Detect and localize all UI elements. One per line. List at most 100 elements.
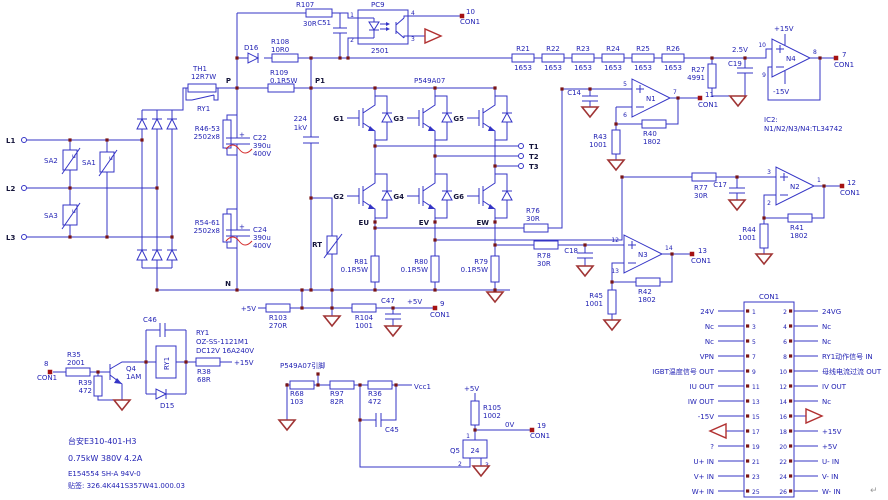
label-r54-value: 2502x8: [194, 227, 220, 235]
diode-d16: D16: [244, 44, 260, 64]
label-module-pins: P549A07引脚: [280, 361, 325, 370]
resistor-r35: [65, 367, 91, 377]
label-n2: N2: [790, 183, 800, 191]
n1-pin-minus: 6: [623, 112, 627, 119]
label-r77-value: 30R: [694, 192, 708, 200]
label-aux-con-pin: 19: [537, 422, 546, 430]
varistor-sa3: SA3 u: [44, 202, 81, 230]
label-ic2-note2: N1/N2/N3/N4:TL34742: [764, 125, 843, 133]
label-n1-con: CON1: [698, 101, 718, 109]
resistor-r97: [329, 380, 355, 390]
label-ew: EW: [476, 219, 489, 227]
label-g2: G2: [333, 193, 344, 201]
label-r22: R22: [546, 45, 560, 53]
pin-label-left: 24V: [700, 308, 714, 316]
off-page-arrow-left-icon: [708, 422, 727, 440]
terminal-con1-13: [689, 251, 695, 257]
label-aux-plus5: +5V: [464, 385, 479, 393]
label-r68-value: 103: [290, 398, 303, 406]
ground-icon: [729, 95, 747, 107]
n4-pin-out: 8: [813, 49, 817, 56]
label-u: u: [72, 208, 76, 215]
label-r104-value: 1001: [355, 322, 373, 330]
opamp-n2: N2 3 2 1 12 CON1 R41 1802 R44 1001: [738, 166, 860, 265]
label-r44: R44: [742, 226, 756, 234]
resistor-r77: [691, 172, 717, 182]
label-pc9-part: 2501: [371, 47, 389, 55]
label-r97: R97: [330, 390, 344, 398]
pin-label-right: Nc: [822, 323, 831, 331]
n4-pin-plus: 10: [758, 42, 766, 49]
label-node-p1: P1: [315, 77, 325, 85]
terminal-t1: [518, 143, 524, 149]
label-r40: R40: [643, 130, 657, 138]
label-r43: R43: [593, 133, 607, 141]
label-r38: R38: [197, 368, 211, 376]
aux-circuit: P549A07引脚 R68 103 R97 82R R36 472 C45 Vc…: [278, 361, 550, 477]
label-q4: Q4: [126, 365, 137, 373]
label-r21: R21: [516, 45, 530, 53]
label-r41-value: 1802: [790, 232, 808, 240]
resistor-r79: [490, 255, 500, 283]
label-r103: R103: [269, 314, 287, 322]
label-c18: C18: [564, 247, 578, 255]
transistor-q5: 24 Q5 1 2 3: [450, 433, 489, 469]
pin-number: 13: [752, 399, 760, 406]
resistor-r43: [611, 129, 621, 155]
resistor-r38: [195, 357, 221, 367]
ground-icon: [472, 465, 490, 477]
label-rt: RT: [312, 241, 322, 249]
label-u: u: [72, 153, 76, 160]
off-page-arrow-right-icon: [424, 27, 443, 45]
label-r108-value: 10R0: [271, 46, 289, 54]
label-node-p: P: [226, 77, 231, 85]
label-sa2: SA2: [44, 157, 58, 165]
resistor-r103: [265, 303, 291, 313]
label-g6: G6: [453, 193, 464, 201]
label-r45: R45: [589, 292, 603, 300]
pin-label-right: +15V: [822, 428, 842, 436]
pin-label-left: VPN: [700, 353, 714, 361]
pin-label-right: IV OUT: [822, 383, 847, 391]
resistor-r44: [759, 223, 769, 249]
label-r27: R27: [691, 66, 705, 74]
label-r105-value: 1002: [483, 412, 501, 420]
label-2v5: 2.5V: [732, 46, 748, 54]
pin-number: 7: [752, 354, 756, 361]
bleeder-r46-53: R46-53 2502x8: [194, 119, 232, 149]
pin-label-left: U+ IN: [693, 458, 714, 466]
resistor-r76: [523, 223, 549, 233]
label-r46: R46-53: [195, 125, 220, 133]
label-g3: G3: [393, 115, 404, 123]
opamp-n3: N3 12 13 14 13 CON1 R42 1802 R45 1001: [585, 234, 711, 331]
label-relay-plus15: +15V: [234, 359, 254, 367]
n2-pin-out: 1: [817, 177, 821, 184]
capacitor-c22: + C22 390u 400V: [225, 131, 271, 158]
label-r78: R78: [537, 252, 551, 260]
label-n3-con-pin: 13: [698, 247, 707, 255]
pin-number: 17: [752, 429, 760, 436]
ground-icon: [607, 159, 625, 171]
label-r35-value: 2001: [67, 359, 85, 367]
dc-front-end: TH1 12R7W RY1 P P1 N D16 R108 10R0 R109 …: [187, 1, 347, 288]
pin-number: 8: [783, 354, 787, 361]
label-ic2-note1: IC2:: [764, 116, 778, 124]
pc9-pin3: 3: [411, 36, 415, 43]
thermistor-rt: RT: [312, 233, 343, 259]
label-n2-con-pin: 12: [847, 179, 856, 187]
label-r54: R54-61: [195, 219, 220, 227]
label-r43-value: 1001: [589, 141, 607, 149]
label-r45-value: 1001: [585, 300, 603, 308]
resistor-r78: [533, 240, 559, 250]
pin-number: 16: [779, 414, 787, 421]
pin-number: 3: [752, 324, 756, 331]
label-r24: R24: [606, 45, 620, 53]
label-sa1: SA1: [82, 159, 96, 167]
label-r80: R80: [414, 258, 428, 266]
title-line4: 贴签: 326.4K441S357W41.000.03: [68, 481, 185, 490]
ground-icon: [581, 106, 599, 118]
pin-label-right: U- IN: [822, 458, 839, 466]
label-r46-value: 2502x8: [194, 133, 220, 141]
